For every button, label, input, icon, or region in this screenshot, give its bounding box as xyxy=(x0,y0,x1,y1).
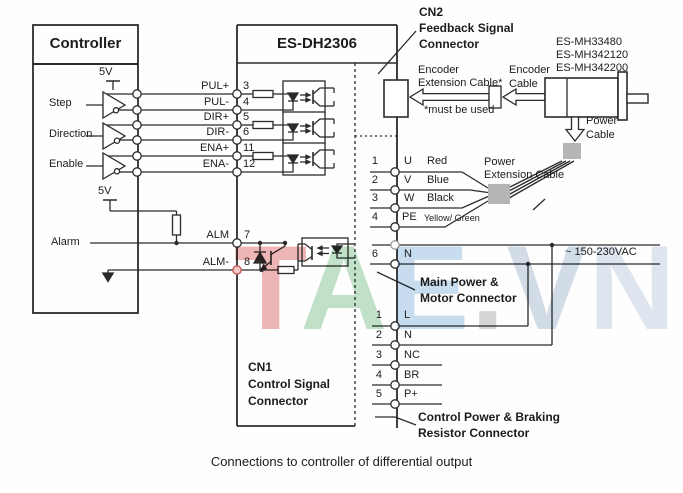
control-power-callout-line2: Resistor Connector xyxy=(418,426,530,440)
encoder-cable-label-line2: Cable xyxy=(509,78,538,90)
ac-voltage-label: ~ 150-230VAC xyxy=(565,246,637,258)
cn2-label-line1: CN2 xyxy=(419,5,444,19)
main-power-pin-name: PE xyxy=(402,211,417,223)
motor-model: ES-MH342120 xyxy=(556,49,629,61)
cn1-pin-number: 3 xyxy=(243,80,250,92)
line-driver-icon xyxy=(86,80,127,181)
signal-label-dir-plus: DIR+ xyxy=(203,111,229,123)
rail-5v-label: 5V xyxy=(99,66,113,78)
control-power-pin-name: N xyxy=(404,329,412,341)
main-power-callout-line1: Main Power & xyxy=(420,275,499,289)
cn1-pin-number: 5 xyxy=(243,111,250,123)
encoder-cable-arrow-icon xyxy=(408,85,546,109)
control-power-pin-num: 4 xyxy=(375,369,382,381)
main-power-wire-color: Black xyxy=(427,192,454,204)
power-cable-label-line1: Power xyxy=(586,115,618,127)
main-power-wire-color: Yellow/ Green xyxy=(424,213,480,223)
optocoupler-icon xyxy=(282,80,335,176)
alm-minus-pin-highlight xyxy=(232,265,242,275)
diagram-caption: Connections to controller of differentia… xyxy=(210,454,473,469)
motor-model: ES-MH342200 xyxy=(556,62,629,74)
controller-title: Controller xyxy=(49,35,122,52)
power-ext-cable-label-line1: Power xyxy=(484,156,516,168)
power-cable-label-line2: Cable xyxy=(586,129,615,141)
main-power-pin-name: V xyxy=(404,174,412,186)
cn1-pin-number: 4 xyxy=(243,96,250,108)
alarm-output-circuit xyxy=(241,237,355,275)
cn1-pin-number: 11 xyxy=(243,142,255,154)
main-power-pin-name: N xyxy=(404,248,412,260)
cn1-label-line1: CN1 xyxy=(248,360,273,374)
signal-label-ena-plus: ENA+ xyxy=(199,142,229,154)
cn1-label-line3: Connector xyxy=(248,394,308,408)
power-ext-cable-label-line2: Extension Cable xyxy=(484,169,565,181)
cn1-pin-number: 7 xyxy=(244,229,251,241)
motor-icon xyxy=(544,71,649,159)
encoder-ext-cable-label-line1: Encoder xyxy=(418,64,459,76)
cn2-connector-icon xyxy=(377,30,417,118)
drive-title: ES-DH2306 xyxy=(276,35,358,52)
signal-wires xyxy=(106,93,233,173)
signal-label-ena-minus: ENA- xyxy=(202,158,229,170)
encoder-ext-cable-label-line2: Extension Cable* xyxy=(418,77,503,89)
main-power-wire-color: Red xyxy=(427,155,448,167)
main-power-wire-color: Blue xyxy=(427,174,450,186)
rail-5v-alarm-label: 5V xyxy=(98,185,112,197)
main-power-pin-num: 1 xyxy=(371,155,378,167)
control-power-wires xyxy=(372,325,552,426)
control-power-pin-name: L xyxy=(404,309,411,321)
terminal-pins xyxy=(132,89,400,409)
encoder-ext-cable-note: *must be used xyxy=(424,104,495,116)
main-power-pin-num: 6 xyxy=(371,248,378,260)
cn2-label-line2: Feedback Signal xyxy=(419,21,514,35)
control-power-pin-num: 5 xyxy=(375,388,382,400)
main-power-pin-name: W xyxy=(404,192,415,204)
input-alarm-label: Alarm xyxy=(51,236,80,248)
main-power-callout-line2: Motor Connector xyxy=(420,291,517,305)
signal-label-dir-minus: DIR- xyxy=(206,126,229,138)
cn1-label-line2: Control Signal xyxy=(248,377,330,391)
signal-label-pul-plus: PUL+ xyxy=(201,80,229,92)
main-power-pin-num: 2 xyxy=(371,174,378,186)
cn1-pin-number: 12 xyxy=(243,158,256,170)
cn1-pin-number: 6 xyxy=(243,126,250,138)
signal-label-alm-minus: ALM- xyxy=(202,256,229,268)
control-power-pin-num: 1 xyxy=(375,309,382,321)
signal-label-alm: ALM xyxy=(206,229,229,241)
input-enable-label: Enable xyxy=(49,158,84,170)
control-power-pin-name: BR xyxy=(404,369,420,381)
motor-model: ES-MH33480 xyxy=(556,36,623,48)
main-power-pin-num: 3 xyxy=(371,192,378,204)
control-power-callout-line1: Control Power & Braking xyxy=(418,410,561,424)
main-power-pin-num: 4 xyxy=(371,211,378,223)
signal-label-pul-minus: PUL- xyxy=(203,96,229,108)
control-power-pin-num: 2 xyxy=(375,329,382,341)
control-power-pin-name: P+ xyxy=(404,388,418,400)
control-power-pin-num: 3 xyxy=(375,349,382,361)
cn2-label-line3: Connector xyxy=(419,37,479,51)
input-direction-label: Direction xyxy=(49,128,93,140)
cn1-pin-number: 8 xyxy=(244,256,251,268)
ac-input-wires xyxy=(370,242,660,345)
main-power-pin-name: U xyxy=(404,155,412,167)
control-power-pin-name: NC xyxy=(404,349,420,361)
input-step-label: Step xyxy=(49,97,72,109)
motor-power-wires xyxy=(370,160,575,228)
input-resistors xyxy=(241,89,283,173)
encoder-cable-label-line1: Encoder xyxy=(509,64,550,76)
alarm-circuit xyxy=(90,199,233,283)
